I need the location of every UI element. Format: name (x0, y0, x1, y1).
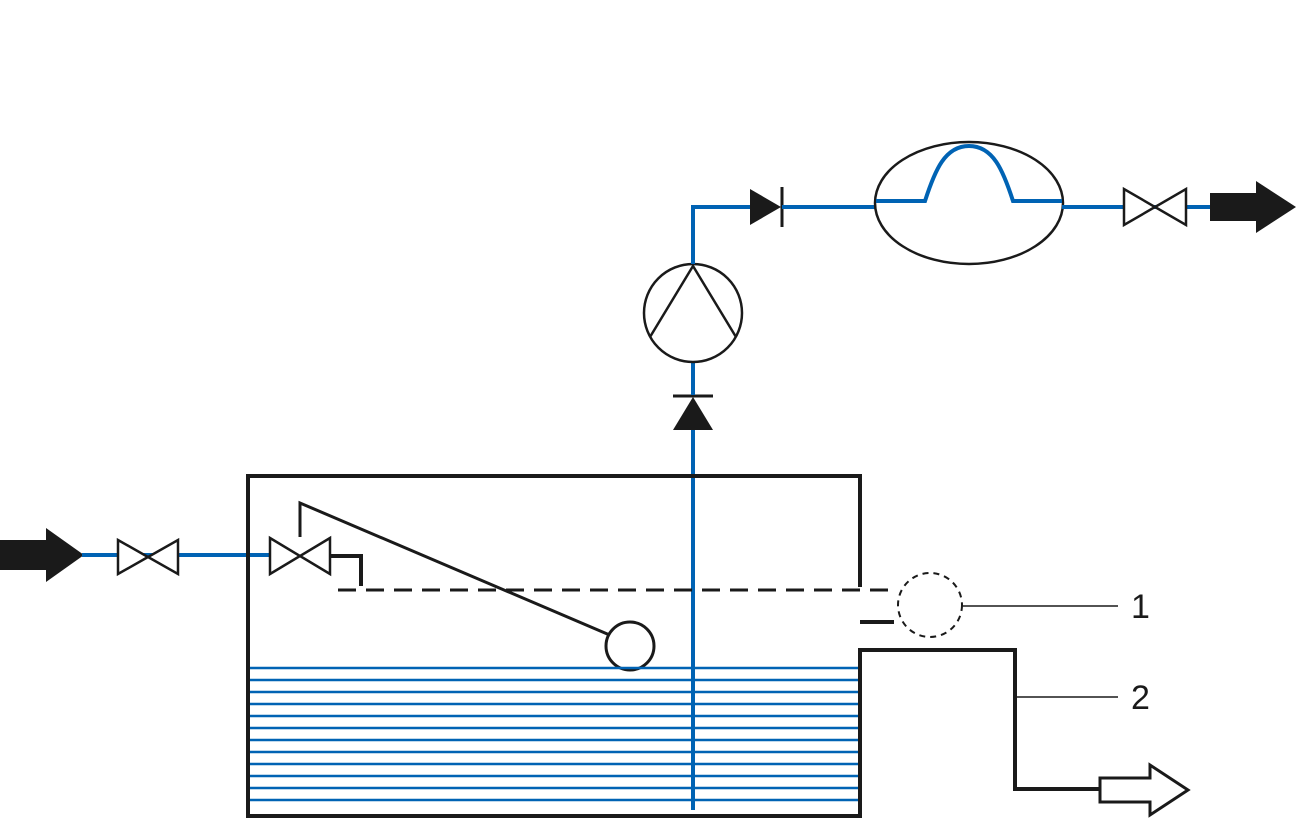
callout-1-label: 1 (1131, 588, 1150, 626)
float-arm (298, 500, 656, 672)
pump-icon (642, 262, 744, 364)
drain-outlet-arrow (1098, 762, 1191, 818)
discharge-pipe (691, 205, 750, 264)
inlet-gate-valve-icon (116, 537, 180, 577)
outlet-gate-valve-icon (1122, 186, 1188, 228)
pressure-tank-icon (873, 140, 1065, 266)
check-valve-lower-icon (673, 394, 713, 430)
callout-1: 1 (962, 588, 1150, 626)
inlet-arrow (0, 528, 84, 582)
outlet-arrow (1210, 181, 1296, 233)
check-valve-upper-icon (750, 187, 784, 227)
callout-2-label: 2 (1131, 679, 1150, 717)
float-valve-icon (268, 535, 363, 586)
overflow-outlet (897, 572, 963, 638)
callout-2: 2 (1015, 679, 1150, 717)
float-ball-icon (604, 620, 656, 672)
tank-wall (246, 474, 1100, 818)
water-level (250, 666, 858, 802)
